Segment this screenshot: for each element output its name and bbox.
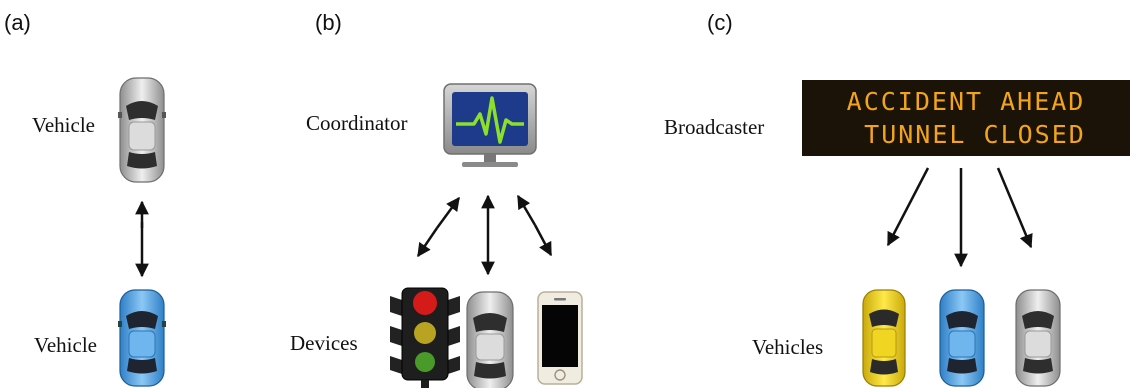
sign-line-2: TUNNEL CLOSED xyxy=(864,120,1086,149)
yellow-car-icon xyxy=(862,289,906,387)
blue-car-icon xyxy=(939,289,985,387)
gray-car-icon xyxy=(118,77,166,183)
broadcaster-label: Broadcaster xyxy=(664,115,764,139)
gray-car-icon xyxy=(466,291,514,388)
traffic-light-icon xyxy=(390,287,460,388)
gray-car-icon xyxy=(1015,289,1061,387)
vehicles-label: Vehicles xyxy=(752,335,823,359)
panel-a-label: (a) xyxy=(4,10,31,35)
arrow-c-left xyxy=(886,167,930,247)
arrow-b-left-down xyxy=(416,227,439,258)
arrow-c-right xyxy=(996,167,1033,249)
devices-label: Devices xyxy=(290,331,358,355)
smartphone-icon xyxy=(537,291,583,385)
coordinator-label: Coordinator xyxy=(306,111,407,135)
arrow-b-right-down xyxy=(533,224,553,257)
panel-b-label: (b) xyxy=(315,10,342,35)
message-sign-icon: ACCIDENT AHEAD TUNNEL CLOSED xyxy=(802,80,1130,156)
vehicle-top-label: Vehicle xyxy=(32,113,95,137)
arrow-b-right-up xyxy=(516,194,537,226)
monitor-icon xyxy=(443,83,537,167)
panel-c-label: (c) xyxy=(707,10,733,35)
vehicle-bottom-label: Vehicle xyxy=(34,333,97,357)
blue-car-icon xyxy=(118,289,166,387)
sign-line-1: ACCIDENT AHEAD xyxy=(847,87,1086,116)
arrow-b-left-up xyxy=(435,196,461,229)
